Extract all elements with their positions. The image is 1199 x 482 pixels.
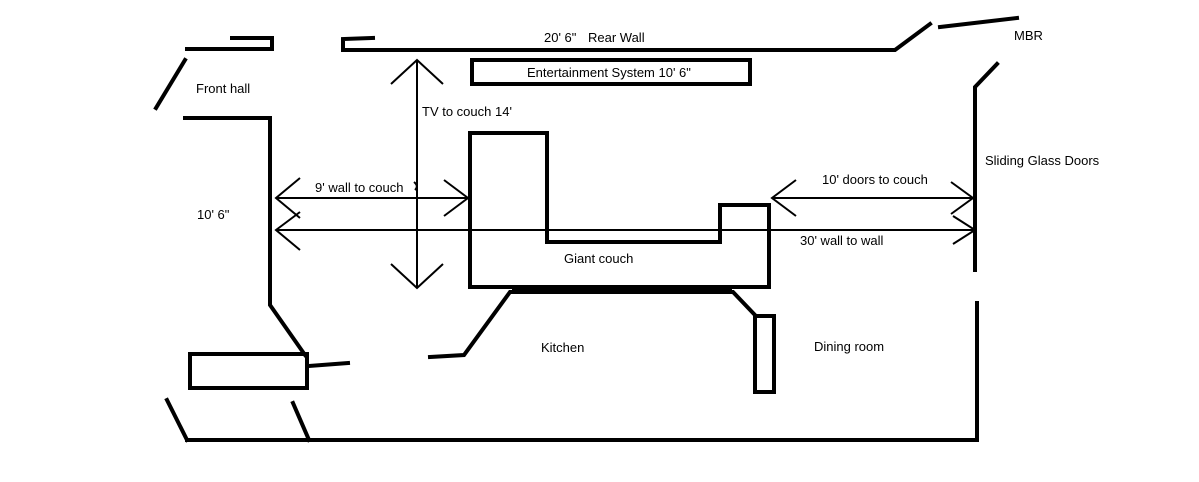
mbr-door-line xyxy=(973,61,1000,272)
left-wall xyxy=(183,116,308,358)
wall-to-couch-arrow xyxy=(274,177,470,219)
left-wall-dimension: 10' 6" xyxy=(197,207,230,222)
bottom-wall xyxy=(185,301,979,442)
mbr-wall-segment xyxy=(937,15,1020,30)
wall-to-couch-label: 9' wall to couch xyxy=(315,180,403,195)
front-hall-wall-top xyxy=(185,36,274,51)
front-closet xyxy=(188,352,309,390)
entertainment-system xyxy=(470,58,752,86)
kitchen-counter xyxy=(427,290,758,360)
front-hall-label: Front hall xyxy=(196,81,250,96)
small-mark xyxy=(413,181,418,191)
tv-to-couch-label: TV to couch 14' xyxy=(422,104,512,119)
front-hall-door-line xyxy=(153,57,188,111)
doors-to-couch-label: 10' doors to couch xyxy=(822,172,928,187)
giant-couch-label: Giant couch xyxy=(564,251,633,266)
front-door-right xyxy=(290,400,312,443)
rear-wall xyxy=(341,21,933,52)
kitchen-label: Kitchen xyxy=(541,340,584,355)
dining-room-counter xyxy=(753,314,776,394)
tv-to-couch-arrow xyxy=(390,58,444,290)
mbr-label: MBR xyxy=(1014,28,1043,43)
doors-to-couch-arrow xyxy=(770,179,975,217)
front-door-left xyxy=(164,397,190,443)
wall-to-wall-label: 30' wall to wall xyxy=(800,233,884,248)
left-wall-stub xyxy=(306,360,351,369)
rear-wall-label: Rear Wall xyxy=(588,30,645,45)
wall-to-wall-arrow xyxy=(274,211,977,251)
rear-wall-stub xyxy=(341,35,376,52)
rear-wall-dimension: 20' 6" xyxy=(544,30,577,45)
entertainment-system-label: Entertainment System 10' 6" xyxy=(527,65,691,80)
sliding-glass-doors-label: Sliding Glass Doors xyxy=(985,153,1100,168)
dining-room-label: Dining room xyxy=(814,339,884,354)
